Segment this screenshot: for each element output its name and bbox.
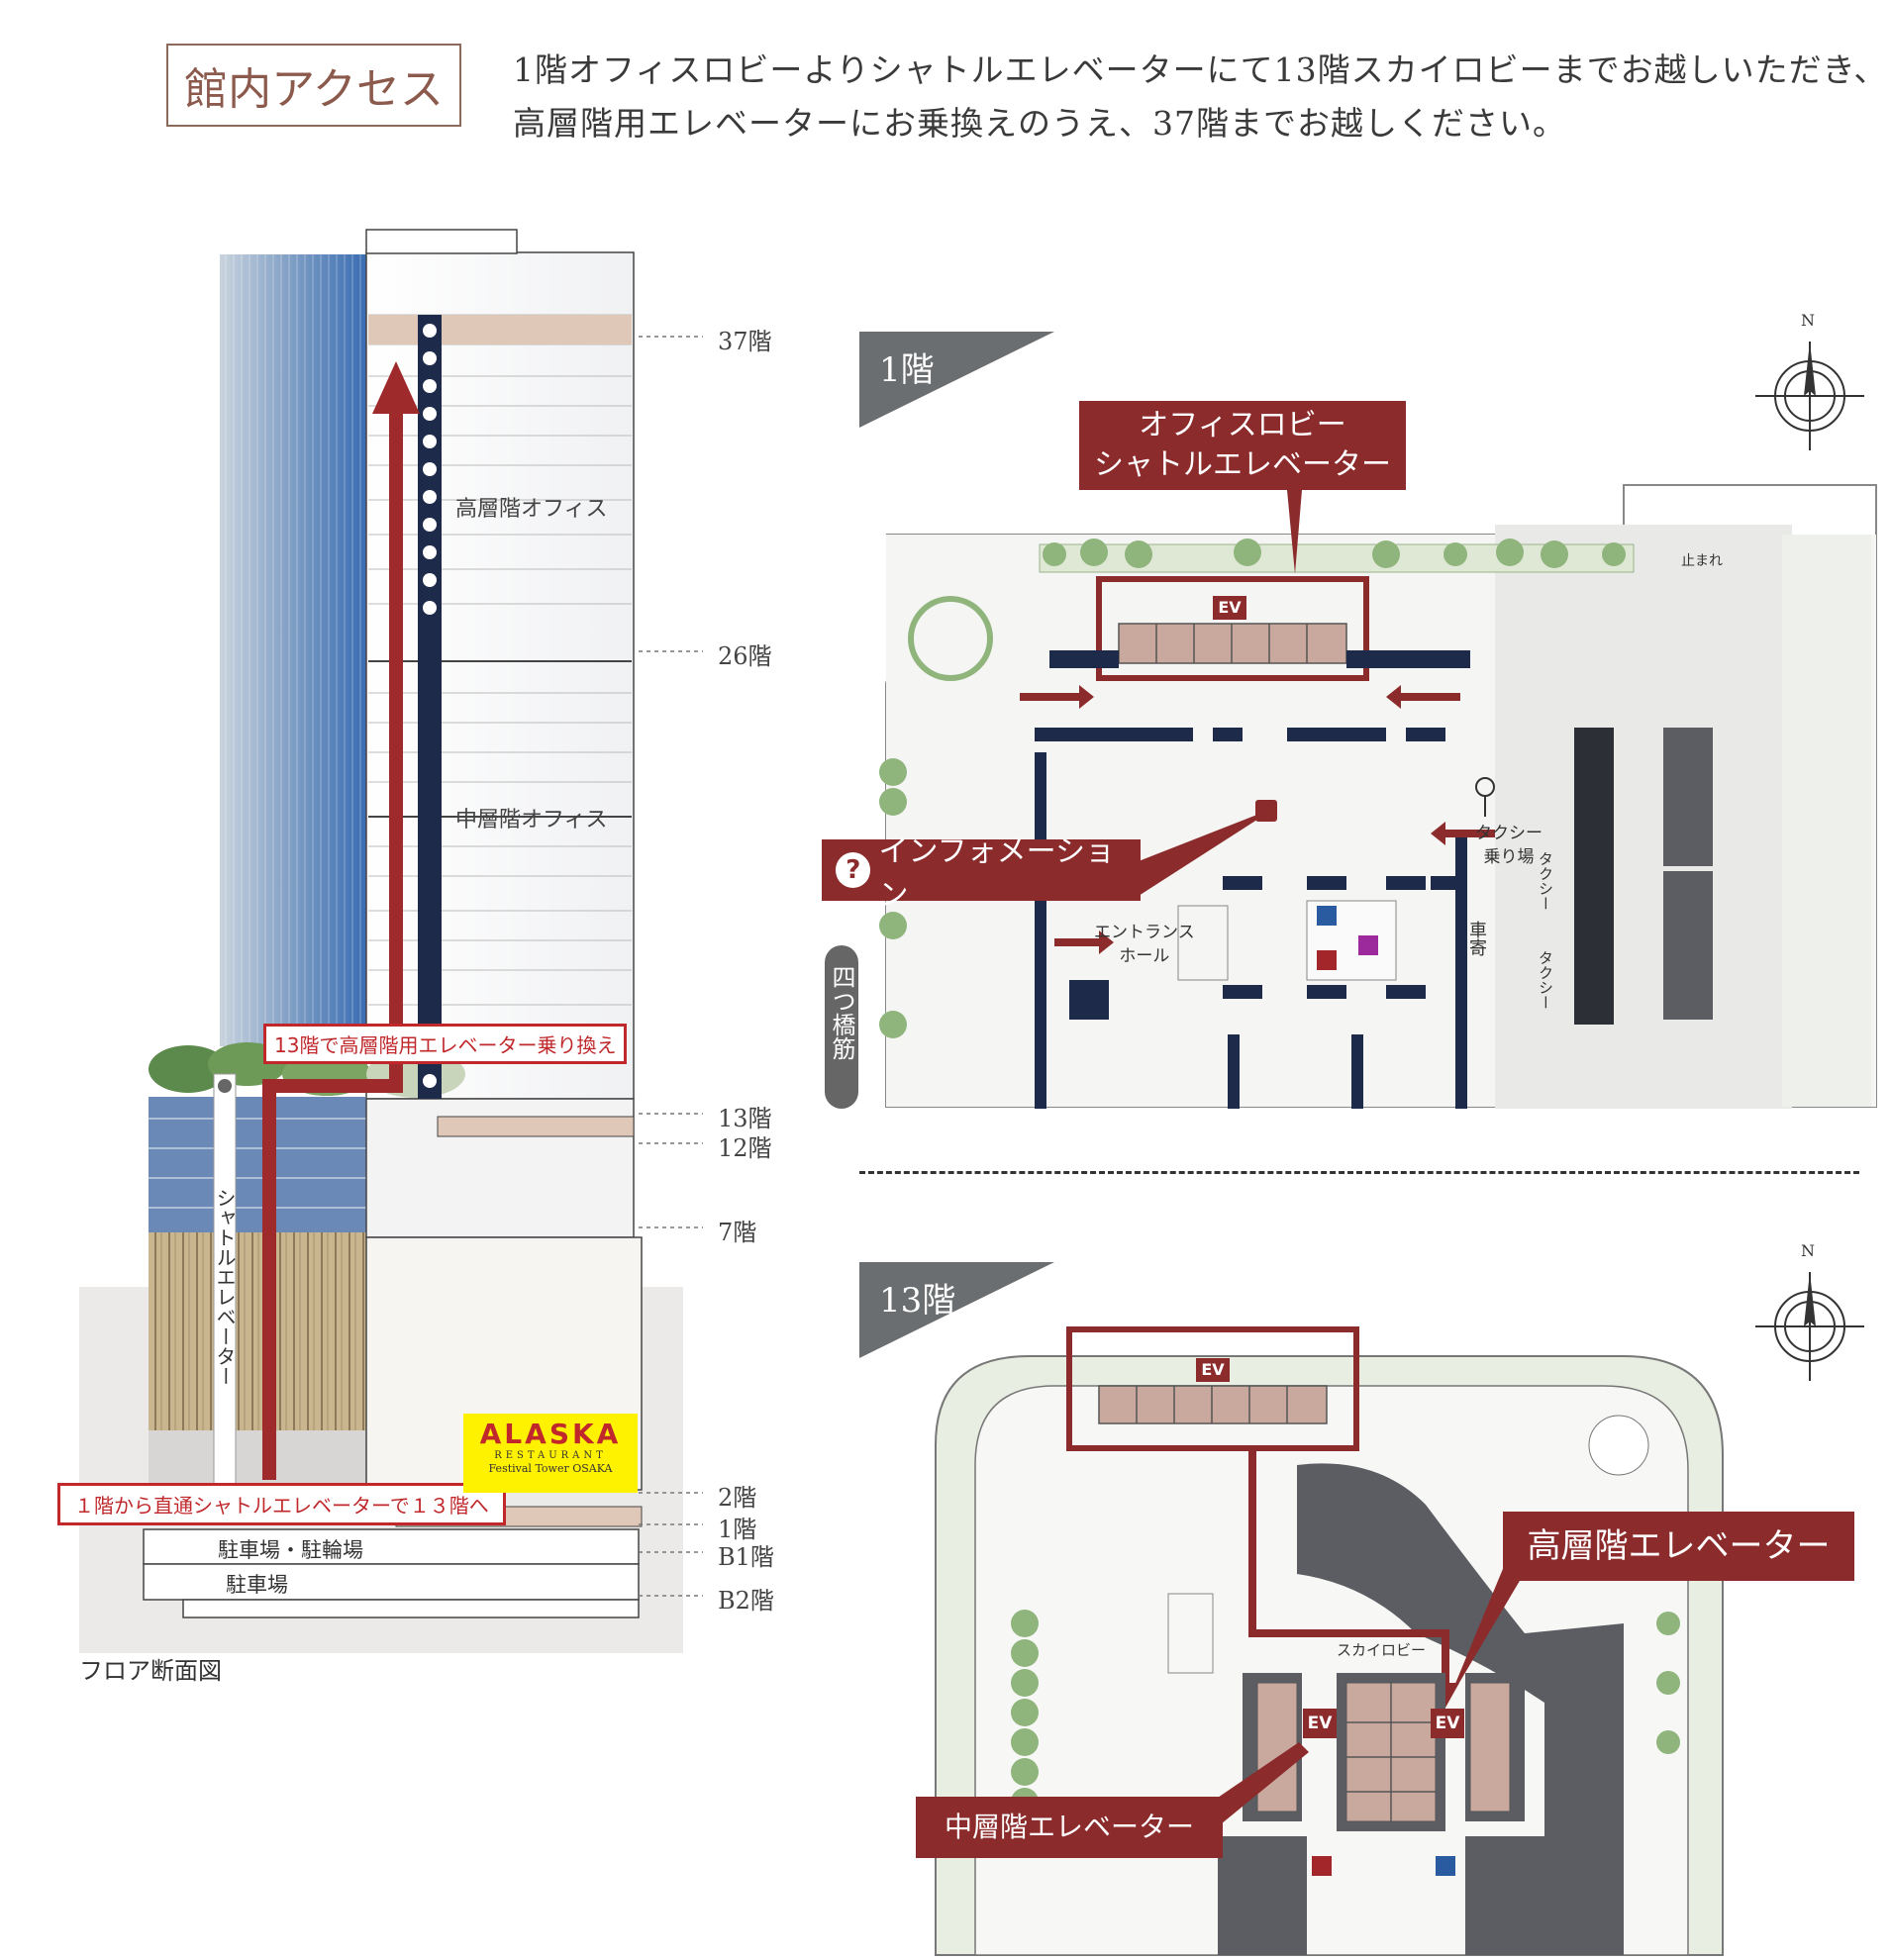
information-label: インフォメーション xyxy=(878,834,1115,913)
floor13-map xyxy=(859,1262,1864,1956)
information-callout: ? インフォメーション xyxy=(822,834,1141,913)
upper-office-label: 高層階オフィス xyxy=(455,497,608,522)
mid-floor-elevator-callout: 中層階エレベーター xyxy=(916,1797,1223,1858)
floor13-ev-badge-high: EV xyxy=(1431,1709,1464,1738)
floor-label-12: 12階 xyxy=(718,1134,772,1162)
floor-label-13: 13階 xyxy=(718,1105,772,1132)
callout-line-1: オフィスロビー xyxy=(1139,408,1346,442)
middle-office-label: 中層階オフィス xyxy=(455,808,608,833)
high-floor-elevator-callout: 高層階エレベーター xyxy=(1503,1512,1854,1581)
car-drop-label: 車寄 xyxy=(1466,921,1487,956)
floor13-ev-badge-mid: EV xyxy=(1303,1709,1337,1738)
logo-sub-text-1: RESTAURANT xyxy=(494,1450,607,1461)
taxi-lane-label-1: タクシー xyxy=(1537,851,1554,911)
taxi-lane-label-2: タクシー xyxy=(1537,950,1554,1010)
floor13-north-label: N xyxy=(1801,1241,1815,1260)
info-question-icon: ? xyxy=(836,852,871,888)
intro-line-2: 高層階用エレベーターにお乗換えのうえ、37階までお越しください。 xyxy=(513,104,1566,143)
stop-marking-label: 止まれ xyxy=(1681,553,1723,569)
page-title: 館内アクセス xyxy=(184,64,444,115)
yotsubashi-street-label: 四つ橋筋 xyxy=(828,965,855,1060)
floor-label-2: 2階 xyxy=(718,1484,757,1512)
logo-main-text: ALASKA xyxy=(479,1418,622,1450)
intro-line-1: 1階オフィスロビーよりシャトルエレベーターにて13階スカイロビーまでお越しいただ… xyxy=(513,50,1888,89)
map-divider xyxy=(859,1171,1859,1174)
floor1-tag: 1階 xyxy=(879,350,935,390)
entrance-hall-label: エントランス ホール xyxy=(1094,923,1195,966)
taxi-stand-label: タクシー 乗り場 xyxy=(1475,824,1543,867)
floor13-ev-badge-top: EV xyxy=(1196,1358,1230,1382)
floor-label-b1: B1階 xyxy=(718,1543,774,1571)
floor-label-1: 1階 xyxy=(718,1516,757,1543)
floor-label-37: 37階 xyxy=(718,328,772,355)
b2-parking-label: 駐車場 xyxy=(226,1573,288,1597)
callout-line-2: シャトルエレベーター xyxy=(1094,447,1391,482)
direct-shuttle-note: １階から直通シャトルエレベーターで１３階へ xyxy=(57,1483,506,1525)
alaska-restaurant-logo[interactable]: ALASKA RESTAURANT Festival Tower OSAKA xyxy=(463,1414,638,1493)
floor-section-diagram xyxy=(79,229,703,1653)
floor1-ev-badge: EV xyxy=(1213,596,1246,620)
floor-label-26: 26階 xyxy=(718,642,772,670)
page-title-box: 館内アクセス xyxy=(166,44,461,127)
shuttle-elevator-label: シャトルエレベーター xyxy=(213,1188,237,1386)
b1-parking-label: 駐車場・駐輪場 xyxy=(218,1538,363,1562)
transfer-note: 13階で高層階用エレベーター乗り換え xyxy=(263,1024,628,1064)
floor-label-b2: B2階 xyxy=(718,1587,774,1615)
section-caption: フロア断面図 xyxy=(79,1657,222,1685)
floor-label-7: 7階 xyxy=(718,1219,757,1246)
office-lobby-shuttle-callout: オフィスロビー シャトルエレベーター xyxy=(1079,401,1406,490)
floor1-map xyxy=(825,332,1877,1109)
sky-lobby-label: スカイロビー xyxy=(1337,1641,1427,1659)
floor1-north-label: N xyxy=(1801,311,1815,330)
logo-sub-text-2: Festival Tower OSAKA xyxy=(488,1462,613,1475)
floor13-tag: 13階 xyxy=(879,1281,956,1321)
